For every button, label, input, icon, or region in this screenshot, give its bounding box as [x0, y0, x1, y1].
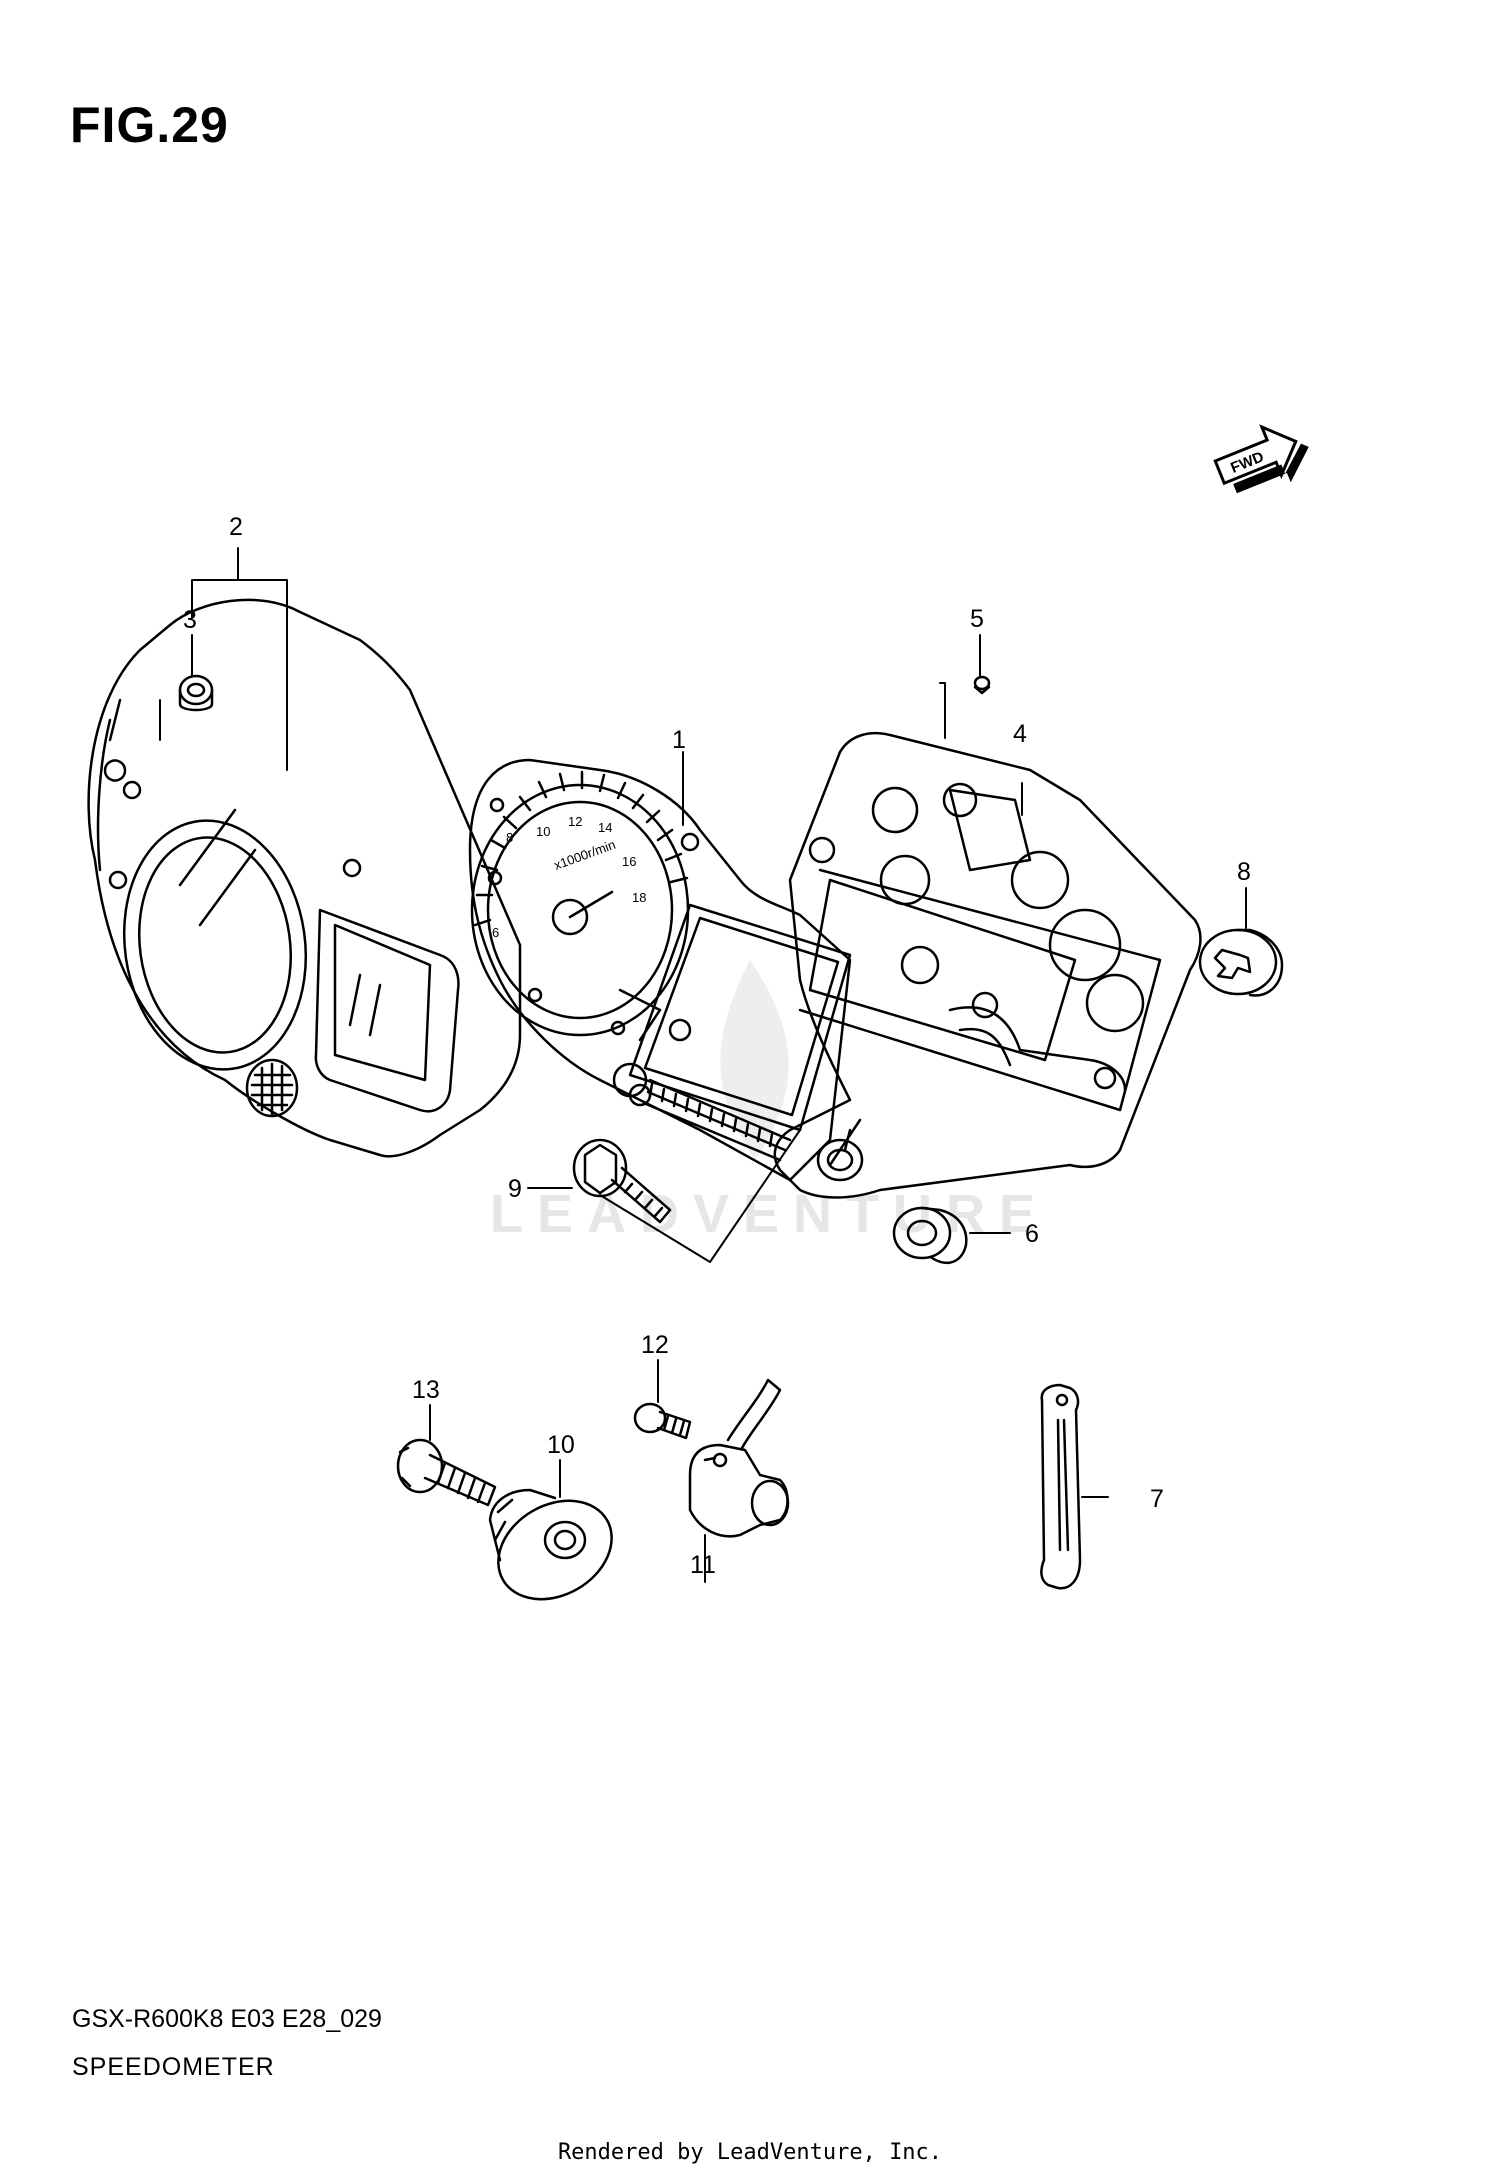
- callout-5[interactable]: 5: [970, 605, 984, 633]
- part-2-meter-cover: [87, 598, 522, 1158]
- part-12-bolt: [633, 1402, 692, 1440]
- part-4-meter-case: [773, 731, 1202, 1199]
- callout-9[interactable]: 9: [508, 1175, 522, 1203]
- callout-13[interactable]: 13: [412, 1376, 440, 1404]
- tick-label: 18: [632, 890, 646, 905]
- part-10-spacer: [488, 1488, 613, 1601]
- part-7-strip: [1040, 1383, 1082, 1590]
- callout-7[interactable]: 7: [1150, 1485, 1164, 1513]
- callout-12[interactable]: 12: [641, 1331, 669, 1359]
- tick-label: 8: [506, 830, 513, 845]
- tick-label: 12: [568, 814, 582, 829]
- fwd-arrow-icon: FWD: [1213, 424, 1309, 494]
- callout-3[interactable]: 3: [183, 606, 197, 634]
- part-1-meter-assembly: [468, 758, 852, 1182]
- callout-2[interactable]: 2: [229, 513, 243, 541]
- part-5-screw: [973, 675, 991, 695]
- callout-10[interactable]: 10: [547, 1431, 575, 1459]
- tick-label: 10: [536, 824, 550, 839]
- diagram-caption: SPEEDOMETER: [72, 2053, 275, 2081]
- callout-6[interactable]: 6: [1025, 1220, 1039, 1248]
- footer-credit: Rendered by LeadVenture, Inc.: [557, 2140, 943, 2165]
- part-11-speed-sensor: [688, 1378, 790, 1538]
- model-code: GSX-R600K8 E03 E28_029: [72, 2005, 382, 2033]
- tick-label: 14: [598, 820, 612, 835]
- callout-1[interactable]: 1: [672, 726, 686, 754]
- leader-lines: [159, 547, 1247, 1583]
- tachometer-unit-label: x1000r/min: [552, 837, 618, 873]
- callout-labels: 1 2 3 4 5 6 7 8 9 10 11 12 13: [183, 513, 1251, 1579]
- part-3-grommet: [178, 674, 214, 712]
- part-6-cushion: [892, 1206, 968, 1265]
- figure-title: FIG.29: [70, 97, 229, 153]
- part-13-bolt: [396, 1438, 497, 1507]
- callout-11[interactable]: 11: [690, 1551, 716, 1579]
- tick-label: 6: [492, 925, 499, 940]
- callout-4[interactable]: 4: [1013, 720, 1027, 748]
- watermark: LEADVENTURE: [490, 960, 1049, 1244]
- tick-label: 16: [622, 854, 636, 869]
- callout-8[interactable]: 8: [1237, 858, 1251, 886]
- part-8-cap: [1198, 928, 1284, 997]
- watermark-text: LEADVENTURE: [490, 1184, 1049, 1244]
